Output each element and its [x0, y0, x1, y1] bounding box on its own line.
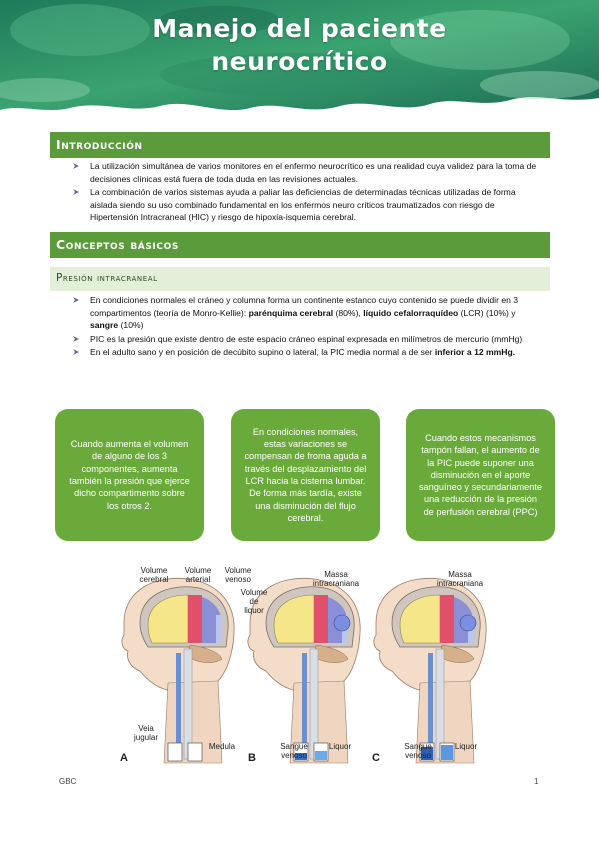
liquor-container [187, 742, 203, 762]
cerebellum [439, 644, 475, 663]
info-box-2: En condiciones normales, estas variacion… [231, 409, 380, 541]
pic-bullet-list: En condiciones normales el cráneo y colu… [72, 294, 542, 360]
liquor-volume [216, 615, 222, 643]
head-panel [373, 577, 487, 764]
arterial-volume [440, 595, 454, 643]
cerebellum [313, 644, 349, 663]
intracranial-mass [459, 614, 477, 632]
watercolor-banner [0, 0, 599, 111]
list-item: En el adulto sano y en posición de decúb… [72, 346, 542, 359]
header-banner: Manejo del paciente neurocrítico [0, 0, 599, 122]
jugular-vein [428, 653, 433, 761]
section-heading-conceptos: Conceptos básicos [50, 232, 550, 258]
panel-letter-b: B [248, 752, 256, 764]
jugular-vein [302, 653, 307, 761]
bullet-arrow-icon [73, 335, 79, 342]
intracranial-mass [333, 614, 351, 632]
intro-bullet-text-2: La combinación de varios sistemas ayuda … [90, 187, 516, 223]
label-liquor-b: Liquor [329, 742, 352, 751]
bullet-arrow-icon [73, 349, 79, 356]
blood-fill-high [421, 747, 433, 760]
list-item: La combinación de varios sistemas ayuda … [72, 186, 542, 224]
bullet-arrow-icon [73, 297, 79, 303]
blood-container [167, 742, 183, 762]
jugular-vein [176, 653, 181, 761]
page-number: 1 [534, 777, 539, 786]
panel-letter-c: C [372, 752, 380, 764]
list-item: En condiciones normales el cráneo y colu… [72, 294, 542, 332]
page-title: Manejo del paciente neurocrítico [0, 12, 599, 78]
panel-letter-a: A [120, 752, 128, 764]
intro-bullet-text-1: La utilización simultánea de varios moni… [90, 161, 537, 184]
label-liquor-c: Liquor [455, 742, 478, 751]
arterial-volume [188, 595, 202, 643]
blood-fill [295, 753, 307, 760]
bullet-arrow-icon [73, 189, 79, 196]
list-item: La utilización simultánea de varios moni… [72, 160, 542, 185]
liquor-fill-high [441, 745, 453, 760]
title-line-2: neurocrítico [211, 47, 388, 76]
info-box-3: Cuando estos mecanismos tampón fallan, e… [406, 409, 555, 541]
head-panel [121, 577, 235, 764]
spinal-cord [183, 648, 193, 760]
liquor-fill [315, 751, 327, 760]
bullet-arrow-icon [73, 163, 79, 169]
arterial-volume [314, 595, 328, 643]
footer-author: GBC [59, 777, 77, 786]
info-box-1: Cuando aumenta el volumen de alguno de l… [55, 409, 204, 541]
list-item: PIC es la presión que existe dentro de e… [72, 333, 542, 346]
label-medula: Medula [209, 742, 236, 751]
intro-bullet-list: La utilización simultánea de varios moni… [72, 160, 542, 225]
cerebellum [187, 644, 223, 663]
spinal-cord [435, 648, 445, 760]
head-panel [247, 577, 361, 764]
subheading-presion-intracraneal: Presión intracraneal [50, 267, 550, 291]
section-heading-introduccion: Introducción [50, 132, 550, 158]
title-line-1: Manejo del paciente [152, 14, 447, 43]
spinal-cord [309, 648, 319, 760]
